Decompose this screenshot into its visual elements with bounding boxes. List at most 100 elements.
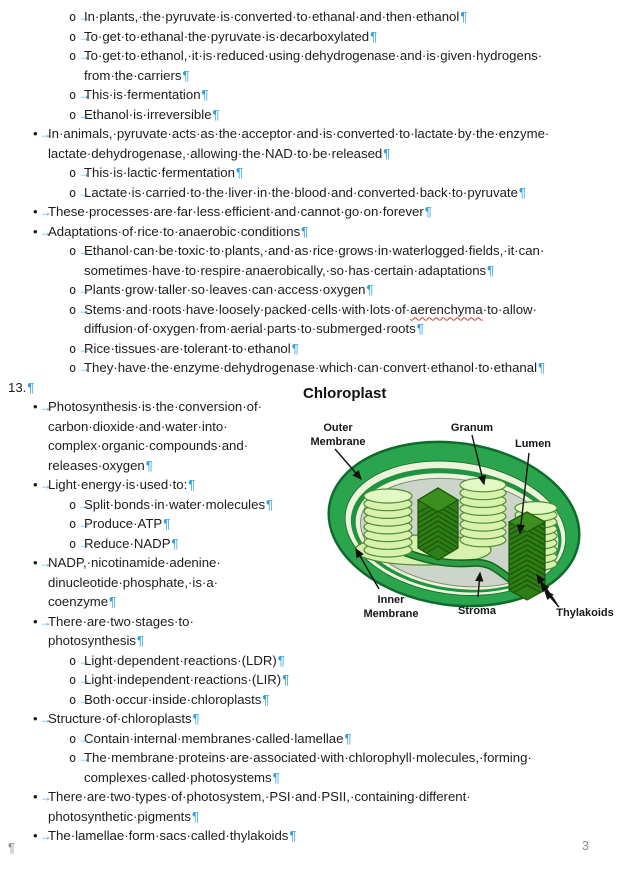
paragraph-text: Ethanol·can·be·toxic·to·plants,·and·as·r… [84, 243, 545, 278]
bullet-item: •→There·are·two·types·of·photosystem,·PS… [0, 787, 623, 826]
pilcrow-mark: ¶ [262, 691, 270, 707]
paragraph-text: The·membrane·proteins·are·associated·wit… [84, 750, 532, 785]
list-marker: •→ [33, 202, 52, 223]
tab-mark-icon: → [39, 224, 52, 239]
list-marker: o→ [69, 163, 90, 184]
pilcrow-mark: ¶ [291, 340, 299, 356]
label-arrows [334, 434, 560, 608]
list-marker: o→ [69, 241, 90, 262]
circle-bullet-icon: o [69, 283, 77, 297]
list-marker: o→ [69, 280, 90, 301]
page-number: 3 [582, 839, 589, 853]
thylakoid-disk [514, 500, 558, 515]
pilcrow-mark: ¶ [424, 204, 432, 219]
sub-bullet-item: o→Light·dependent·reactions·(LDR)¶ [0, 651, 623, 671]
bullet-item: •→Photosynthesis·is·the·conversion·of·ca… [0, 397, 623, 475]
circle-bullet-icon: o [69, 185, 77, 200]
sub-bullet-item: o→This·is·lactic·fermentation¶ [0, 163, 623, 183]
list-marker: o→ [69, 105, 90, 126]
circle-bullet-icon: o [69, 361, 77, 375]
sub-bullet-item: o→In·plants,·the·pyruvate·is·converted·t… [0, 7, 623, 27]
bullet-icon: • [33, 711, 38, 726]
inner-membrane-arrow [355, 547, 380, 590]
bullet-icon: • [33, 789, 38, 804]
outer-membrane-arrow [334, 448, 362, 481]
pilcrow-mark: ¶ [182, 67, 190, 83]
list-marker: •→ [33, 475, 52, 496]
paragraph-text: In·animals,·pyruvate·acts·as·the·accepto… [48, 126, 550, 161]
list-marker: o→ [69, 495, 90, 516]
pilcrow-mark: ¶ [163, 516, 171, 531]
list-marker: •→ [33, 787, 52, 808]
diagram-title: Chloroplast [303, 385, 386, 402]
photosynthesis-notes-list: •→Photosynthesis·is·the·conversion·of·ca… [0, 397, 623, 846]
tab-mark-icon: → [39, 556, 52, 570]
list-marker: •→ [33, 612, 52, 633]
paragraph-text: The·lamellae·form·sacs·called·thylakoids… [48, 828, 297, 843]
pilcrow-mark: ¶ [272, 769, 280, 785]
bullet-icon: • [33, 126, 38, 141]
list-marker: •→ [33, 397, 52, 418]
bullet-icon: • [33, 477, 38, 492]
list-marker: o→ [69, 534, 90, 555]
pilcrow-mark: ¶ [416, 321, 424, 336]
fermentation-notes-list: o→In·plants,·the·pyruvate·is·converted·t… [0, 7, 623, 378]
list-marker: •→ [33, 826, 52, 847]
outer-membrane-label: Outer [323, 422, 353, 434]
pilcrow-mark: ¶ [344, 730, 352, 746]
circle-bullet-icon: o [69, 88, 77, 102]
tab-mark-icon: → [78, 283, 91, 297]
circle-bullet-icon: o [69, 653, 77, 668]
tab-mark-icon: → [78, 10, 91, 24]
paragraph-text: Produce·ATP¶ [84, 516, 171, 531]
misspelled-word: aerenchyma [410, 301, 483, 317]
paragraph-text: Structure·of·chloroplasts¶ [48, 711, 200, 726]
tab-mark-icon: → [78, 302, 91, 317]
sub-bullet-item: o→Ethanol·is·irreversible¶ [0, 105, 623, 125]
pilcrow-mark: ¶ [366, 282, 374, 297]
paragraph-text: Contain·internal·membranes·called·lamell… [84, 730, 352, 746]
bullet-icon: • [33, 828, 38, 843]
circle-bullet-icon: o [69, 244, 77, 258]
paragraph-text: Both·occur·inside·chloroplasts¶ [84, 691, 270, 707]
list-marker: o→ [69, 729, 90, 750]
circle-bullet-icon: o [69, 497, 77, 512]
tab-mark-icon: → [78, 49, 91, 63]
sub-bullet-item: o→To·get·to·ethanal·the·pyruvate·is·deca… [0, 27, 623, 47]
circle-bullet-icon: o [69, 107, 77, 122]
list-marker: o→ [69, 300, 90, 321]
tab-mark-icon: → [39, 712, 52, 726]
pilcrow-mark: ¶ [212, 106, 220, 122]
paragraph-text: To·get·to·ethanal·the·pyruvate·is·decarb… [84, 28, 378, 44]
paragraph-text: Light·energy·is·used·to:¶ [48, 477, 196, 492]
paragraph-text: They·have·the·enzyme·dehydrogenase·which… [84, 360, 546, 375]
list-marker: •→ [33, 124, 52, 145]
list-marker: •→ [33, 222, 52, 243]
inner-membrane-label: Inner [378, 594, 406, 606]
tab-mark-icon: → [78, 751, 91, 765]
tab-mark-icon: → [78, 341, 91, 356]
thylakoid-stack-dark-right [507, 511, 547, 601]
paragraph-text: Adaptations·of·rice·to·anaerobic·conditi… [48, 223, 309, 239]
paragraph-text: Lactate·is·carried·to·the·liver·in·the·b… [84, 184, 526, 200]
pilcrow-mark: ¶ [27, 379, 35, 395]
list-marker: o→ [69, 670, 90, 691]
list-marker: •→ [33, 553, 52, 574]
pilcrow-mark: ¶ [235, 165, 244, 180]
tab-mark-icon: → [78, 692, 91, 707]
chloroplast-diagram[interactable]: Chloroplast Outer Membrane Granum Lumen … [293, 383, 623, 623]
pilcrow-mark: ¶ [487, 262, 495, 278]
paragraph-text: There·are·two·types·of·photosystem,·PSI·… [48, 789, 471, 824]
bullet-icon: • [33, 204, 38, 219]
list-marker: o→ [69, 7, 90, 28]
lumen-arrow [516, 452, 530, 535]
sub-bullet-item: o→Both·occur·inside·chloroplasts¶ [0, 690, 623, 710]
sub-bullet-item: o→Plants·grow·taller·so·leaves·can·acces… [0, 280, 623, 300]
paragraph-text: In·plants,·the·pyruvate·is·converted·to·… [84, 9, 468, 24]
circle-bullet-icon: o [69, 731, 77, 746]
numbered-list-item-13: 13.¶ [0, 378, 623, 398]
sub-bullet-item: o→Stems·and·roots·have·loosely·packed·ce… [0, 300, 623, 339]
paragraph-text: Light·independent·reactions·(LIR)¶ [84, 672, 290, 687]
bullet-item: •→The·lamellae·form·sacs·called·thylakoi… [0, 826, 623, 846]
